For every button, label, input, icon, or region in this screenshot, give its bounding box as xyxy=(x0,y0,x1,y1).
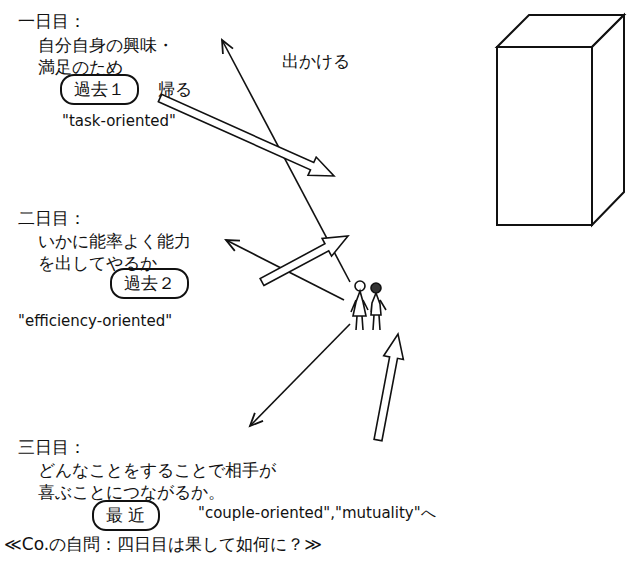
text-label: "task-oriented" xyxy=(62,112,176,132)
couple-figure xyxy=(351,281,386,330)
go-arrow-head xyxy=(222,40,233,54)
text-label: 二日目： xyxy=(18,207,86,229)
text-label: 自分自身の興味・ 満足のため xyxy=(38,34,174,78)
return-arrow xyxy=(158,94,334,176)
period-tag-text: 過去２ xyxy=(124,272,175,294)
return-arrow xyxy=(374,334,403,441)
building-box xyxy=(497,15,624,225)
text-label: ≪Co.の自問：四日目は果して如何に？≫ xyxy=(4,533,322,555)
period-tag-text: 最 近 xyxy=(106,504,146,526)
go-arrow xyxy=(250,324,350,426)
text-label: "efficiency-oriented" xyxy=(18,312,172,332)
go-arrow-head xyxy=(250,413,263,426)
period-tag-text: 過去１ xyxy=(74,78,125,100)
text-label: 三日目： xyxy=(18,436,86,458)
text-label: 帰る xyxy=(158,78,192,100)
return-arrow xyxy=(260,236,348,286)
rounded-tag: 過去１ xyxy=(60,74,139,105)
text-label: 出かける xyxy=(282,50,350,72)
text-label: "couple-oriented","mutuality"へ xyxy=(198,504,436,524)
text-label: 一日目： xyxy=(18,10,86,32)
text-label: いかに能率よく能力 を出してやるか xyxy=(38,230,191,274)
rounded-tag: 最 近 xyxy=(92,500,160,531)
go-arrow-head xyxy=(226,240,240,251)
text-label: どんなことをすることで相手が 喜ぶことにつながるか。 xyxy=(38,459,276,503)
